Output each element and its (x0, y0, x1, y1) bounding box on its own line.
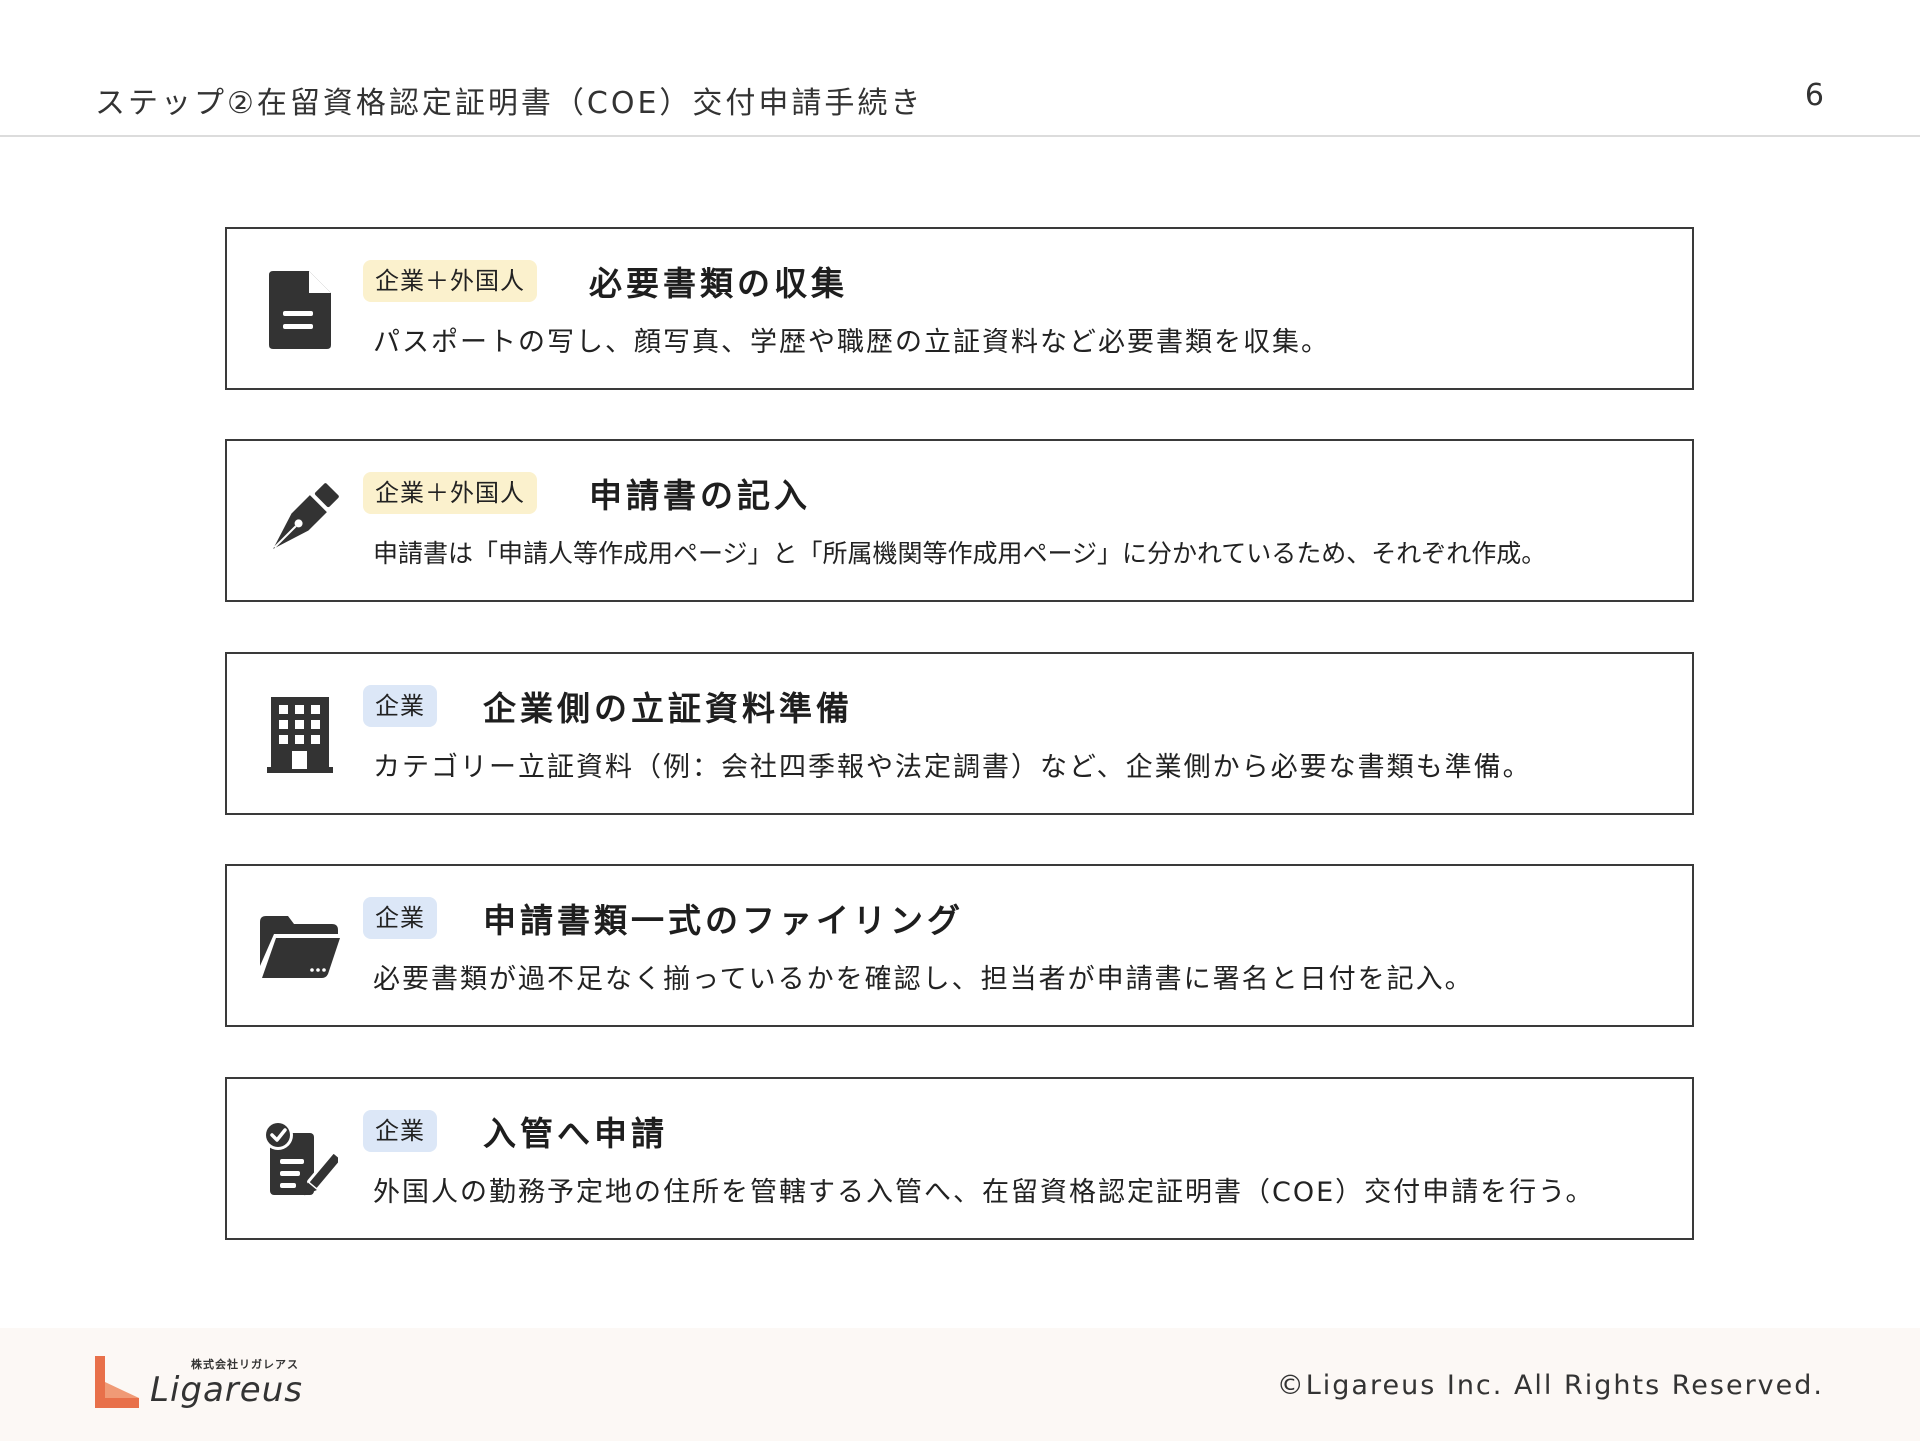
step-card-filing: 企業 申請書類一式のファイリング 必要書類が過不足なく揃っているかを確認し、担当… (225, 864, 1694, 1027)
step-title: 申請書類一式のファイリング (483, 901, 964, 940)
logo-subtitle: 株式会社リガレアス (191, 1358, 299, 1371)
slide-header: ステップ②在留資格認定証明書（COE）交付申請手続き 6 (0, 0, 1920, 137)
badge-company-and-foreigner: 企業＋外国人 (363, 472, 537, 514)
slide-title: ステップ②在留資格認定証明書（COE）交付申請手続き (95, 86, 924, 121)
logo-wordmark: Ligareus (150, 1370, 303, 1410)
step-card-application-form: 企業＋外国人 申請書の記入 申請書は「申請人等作成用ページ」と「所属機関等作成用… (225, 439, 1694, 602)
step-description: 外国人の勤務予定地の住所を管轄する入管へ、在留資格認定証明書（COE）交付申請を… (373, 1177, 1595, 1208)
step-card-company-documents: 企業 企業側の立証資料準備 カテゴリー立証資料（例：会社四季報や法定調書）など、… (225, 652, 1694, 815)
step-title: 入管へ申請 (483, 1114, 668, 1153)
step-title: 必要書類の収集 (589, 264, 848, 303)
step-card-document-collection: 企業＋外国人 必要書類の収集 パスポートの写し、顔写真、学歴や職歴の立証資料など… (225, 227, 1694, 390)
signed-document-icon (255, 1115, 345, 1205)
badge-company: 企業 (363, 1110, 437, 1152)
building-icon (255, 690, 345, 780)
fountain-pen-icon (255, 477, 345, 567)
company-logo: 株式会社リガレアス Ligareus (95, 1356, 315, 1416)
step-title: 申請書の記入 (589, 476, 811, 515)
slide-footer: 株式会社リガレアス Ligareus ©Ligareus Inc. All Ri… (0, 1328, 1920, 1441)
step-description: カテゴリー立証資料（例：会社四季報や法定調書）など、企業側から必要な書類も準備。 (373, 752, 1532, 783)
step-description: パスポートの写し、顔写真、学歴や職歴の立証資料など必要書類を収集。 (373, 327, 1330, 358)
badge-company-and-foreigner: 企業＋外国人 (363, 260, 537, 302)
step-title: 企業側の立証資料準備 (483, 689, 853, 728)
folder-icon (255, 902, 345, 992)
step-description: 申請書は「申請人等作成用ページ」と「所属機関等作成用ページ」に分かれているため、… (373, 539, 1547, 568)
step-description: 必要書類が過不足なく揃っているかを確認し、担当者が申請書に署名と日付を記入。 (373, 964, 1474, 995)
badge-company: 企業 (363, 897, 437, 939)
copyright: ©Ligareus Inc. All Rights Reserved. (1276, 1370, 1824, 1401)
badge-company: 企業 (363, 685, 437, 727)
page-number: 6 (1804, 78, 1824, 113)
logo-mark-icon (95, 1356, 139, 1408)
document-icon (255, 265, 345, 355)
step-card-submit-immigration: 企業 入管へ申請 外国人の勤務予定地の住所を管轄する入管へ、在留資格認定証明書（… (225, 1077, 1694, 1240)
